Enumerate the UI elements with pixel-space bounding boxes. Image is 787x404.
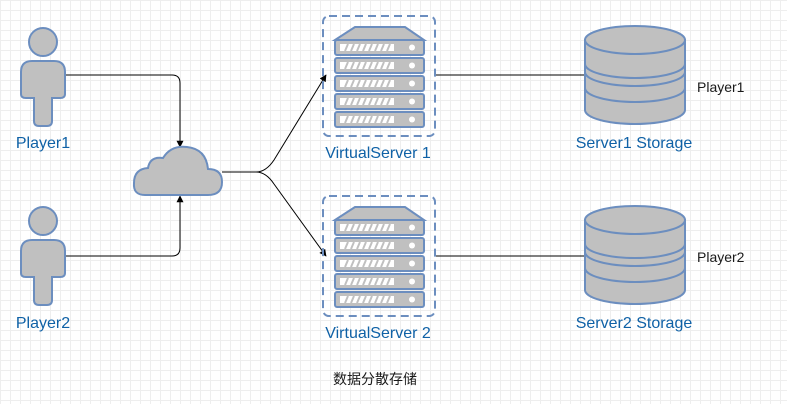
storage1-node[interactable]: Server1 Storage Player1 (576, 25, 745, 152)
database-icon (584, 205, 686, 305)
player1-node[interactable]: Player1 (16, 27, 70, 152)
person-icon (20, 206, 66, 306)
storage1-player-tag: Player1 (697, 79, 745, 95)
player1-label: Player1 (16, 135, 70, 152)
server-rack-icon (331, 26, 428, 128)
vserver1-label: VirtualServer 1 (325, 145, 431, 162)
edge-cloud-vserver2 (222, 171, 327, 257)
vserver1-group-border (322, 15, 436, 137)
server-rack-icon (331, 206, 428, 308)
edge-cloud-vserver1 (222, 74, 327, 173)
vserver2-label: VirtualServer 2 (325, 325, 431, 342)
storage1-label: Server1 Storage (576, 135, 693, 152)
player2-label: Player2 (16, 315, 70, 332)
vserver2-node[interactable]: VirtualServer 2 (322, 195, 436, 342)
vserver1-node[interactable]: VirtualServer 1 (322, 15, 436, 162)
database-icon (584, 25, 686, 125)
edge-player2-cloud (66, 195, 184, 257)
storage2-node[interactable]: Server2 Storage Player2 (576, 205, 745, 332)
diagram-caption: 数据分散存储 (333, 372, 417, 388)
cloud-node[interactable] (132, 145, 224, 196)
edge-player1-cloud (66, 74, 184, 148)
storage2-label: Server2 Storage (576, 315, 693, 332)
vserver2-group-border (322, 195, 436, 317)
player2-node[interactable]: Player2 (16, 206, 70, 332)
storage2-player-tag: Player2 (697, 249, 745, 265)
person-icon (20, 27, 66, 127)
cloud-icon (132, 145, 224, 196)
